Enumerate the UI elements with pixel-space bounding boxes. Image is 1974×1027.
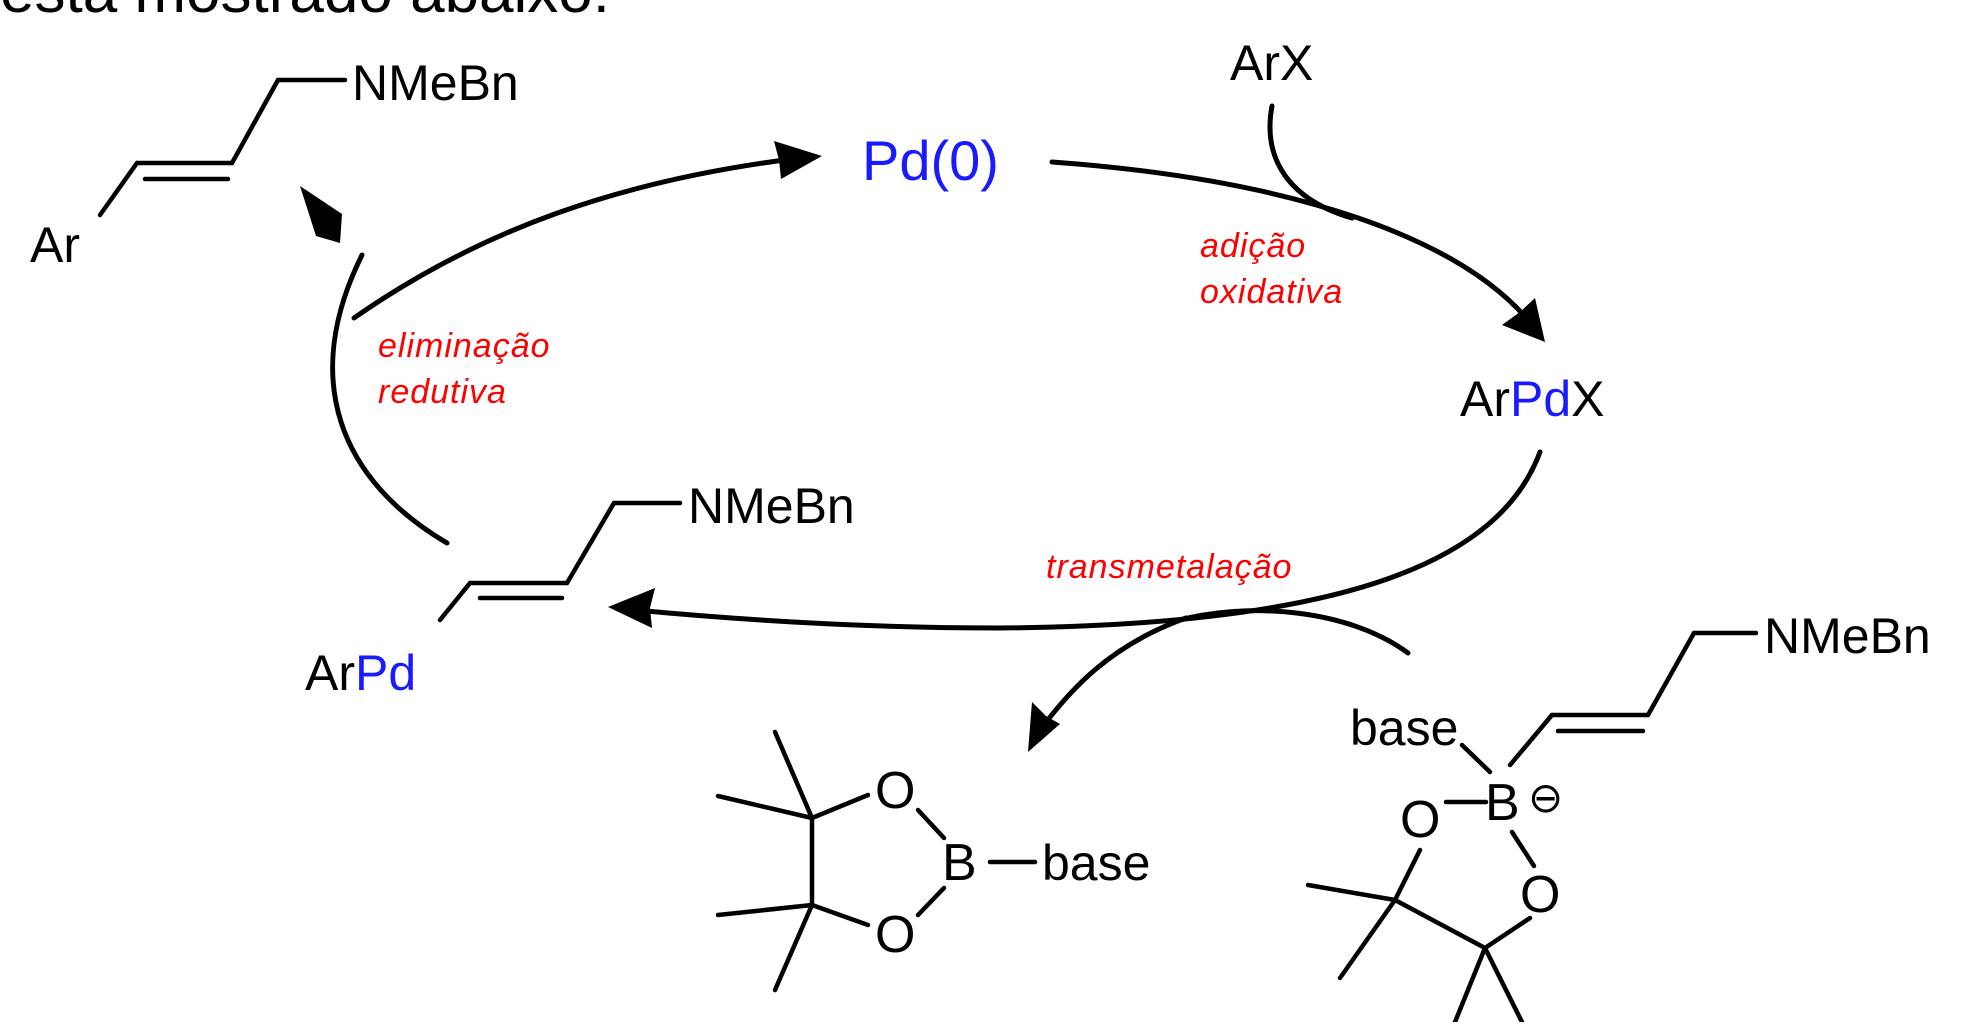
arpd-metal: Pd	[355, 645, 416, 701]
arrowhead-to-arpd	[608, 588, 655, 628]
borate-oxygen-right: O	[1520, 866, 1560, 924]
intermediate-amine: NMeBn	[688, 478, 855, 534]
arx-incoming-curve	[1267, 103, 1355, 221]
ester-outgoing-curve	[1037, 615, 1189, 733]
ester-oxygen-bottom: O	[875, 906, 915, 964]
ester-oxygen-top: O	[875, 762, 915, 820]
borate-oxygen-left: O	[1400, 791, 1440, 849]
product-structure: Ar NMeBn	[30, 55, 519, 273]
arpd-alkenyl-structure: NMeBn	[437, 478, 855, 623]
product-ar: Ar	[30, 217, 80, 273]
pd0-label: Pd(0)	[862, 129, 999, 192]
pd0-metal: Pd	[862, 129, 931, 192]
step-oxidative-addition-line2: oxidativa	[1200, 273, 1343, 311]
borate-amine: NMeBn	[1764, 608, 1931, 664]
step-reductive-elimination-line2: redutiva	[378, 373, 507, 411]
borate-boron: B	[1485, 774, 1520, 832]
ester-base: base	[1042, 835, 1150, 891]
arpdx-prefix: Ar	[1460, 371, 1510, 427]
arpdx-metal: Pd	[1510, 371, 1571, 427]
arc-transmetalation	[632, 449, 1543, 631]
arc-reductive-elimination	[330, 252, 450, 546]
product-amine: NMeBn	[352, 55, 519, 111]
arrowhead-to-pd0	[774, 141, 822, 179]
arx-label: ArX	[1230, 35, 1313, 91]
borate-charge: ⊖	[1528, 774, 1563, 821]
step-oxidative-addition-line1: adição	[1200, 227, 1306, 265]
borate-structure: NMeBn base B ⊖ O O	[1305, 608, 1931, 1025]
borate-incoming-curve	[1169, 608, 1411, 656]
header-text: está mostrado abaixo:	[0, 0, 610, 26]
step-transmetalation: transmetalação	[1046, 548, 1292, 586]
arc-oxidative-addition	[1049, 159, 1531, 323]
ester-boron: B	[942, 834, 977, 892]
arrowhead-to-arpdx	[1502, 298, 1545, 342]
borate-base: base	[1350, 700, 1458, 756]
arpdx-label: ArPdX	[1460, 371, 1605, 427]
arpd-label: ArPd	[305, 645, 416, 701]
arrowhead-to-ester	[1028, 702, 1060, 752]
arpd-prefix: Ar	[305, 645, 355, 701]
arrowhead-to-product	[300, 186, 342, 243]
arpdx-suffix: X	[1571, 371, 1604, 427]
boronic-ester-structure: O O B base	[715, 729, 1150, 993]
pd0-suffix: (0)	[931, 129, 999, 192]
step-reductive-elimination-line1: eliminação	[378, 327, 551, 365]
arc-regeneration	[351, 155, 803, 321]
